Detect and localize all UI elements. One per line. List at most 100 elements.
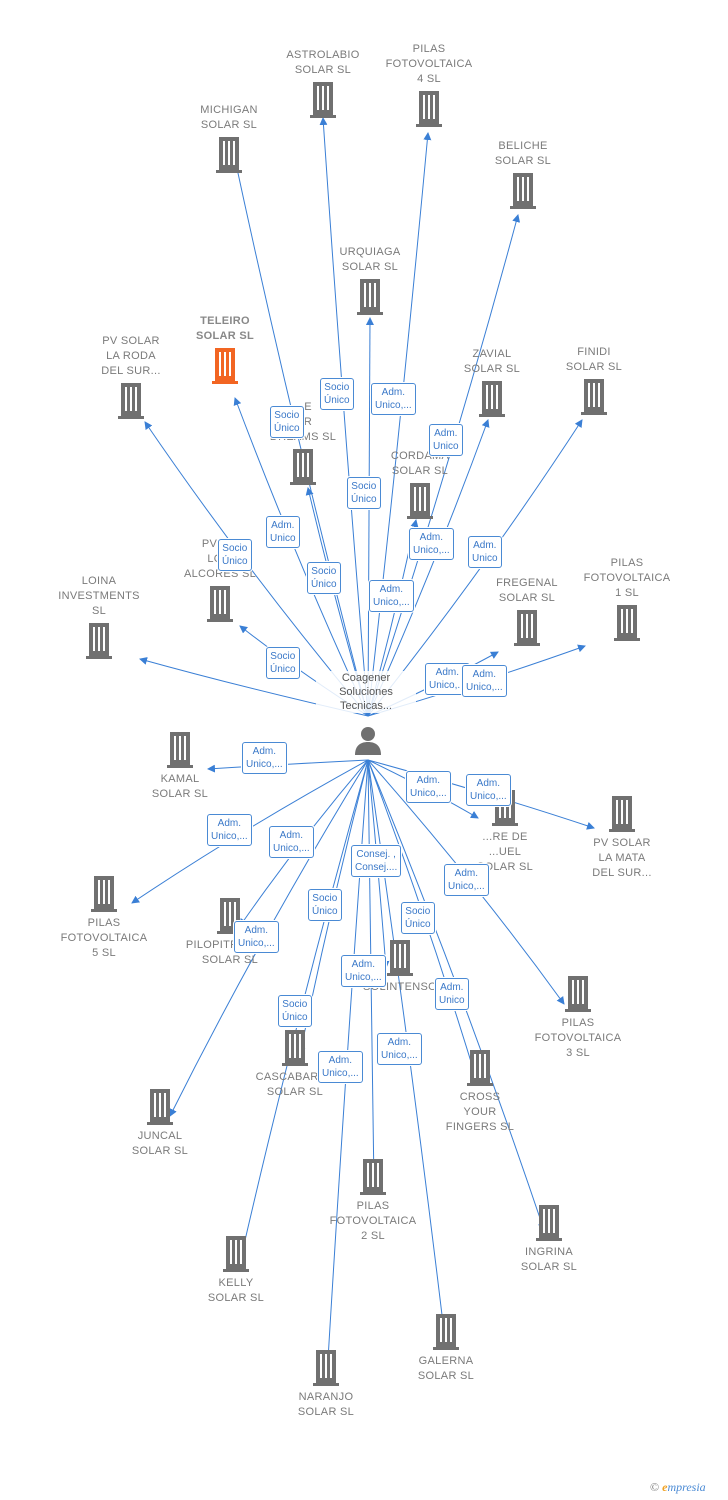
- role-badge[interactable]: Socio Único: [270, 406, 304, 438]
- role-badge[interactable]: Adm. Unico: [468, 536, 502, 568]
- company-name[interactable]: URQUIAGA SOLAR SL: [339, 246, 401, 273]
- company-name[interactable]: PV SOLAR LA RODA DEL SUR...: [101, 335, 161, 377]
- building-icon[interactable]: [223, 1236, 249, 1272]
- company-name[interactable]: PILAS FOTOVOLTAICA 4 SL: [385, 43, 473, 85]
- building-icon[interactable]: [167, 732, 193, 768]
- building-icon[interactable]: [387, 940, 413, 976]
- role-badge[interactable]: Socio Único: [307, 562, 341, 594]
- role-badge[interactable]: Adm. Unico,...: [444, 864, 489, 896]
- building-icon[interactable]: [313, 1350, 339, 1386]
- company-node-juncal[interactable]: JUNCAL SOLAR SL: [110, 1089, 210, 1159]
- company-node-finidi[interactable]: FINIDI SOLAR SL: [544, 345, 644, 415]
- company-name[interactable]: MICHIGAN SOLAR SL: [200, 104, 258, 131]
- company-node-astrolabio[interactable]: ASTROLABIO SOLAR SL: [273, 48, 373, 118]
- building-icon[interactable]: [118, 383, 144, 419]
- company-node-pilas1[interactable]: PILAS FOTOVOLTAICA 1 SL: [577, 556, 677, 641]
- building-icon[interactable]: [581, 379, 607, 415]
- company-name[interactable]: PILAS FOTOVOLTAICA 1 SL: [583, 557, 671, 599]
- building-icon[interactable]: [514, 610, 540, 646]
- role-badge[interactable]: Adm. Unico: [266, 516, 300, 548]
- building-icon[interactable]: [536, 1205, 562, 1241]
- company-name[interactable]: NARANJO SOLAR SL: [297, 1391, 355, 1418]
- building-icon[interactable]: [614, 605, 640, 641]
- company-name[interactable]: CASCABARRA SOLAR SL: [255, 1071, 335, 1098]
- building-icon[interactable]: [212, 348, 238, 384]
- company-node-pilas2[interactable]: PILAS FOTOVOLTAICA 2 SL: [323, 1159, 423, 1244]
- company-node-loina[interactable]: LOINA INVESTMENTS SL: [49, 574, 149, 659]
- role-badge[interactable]: Adm. Unico: [429, 424, 463, 456]
- role-badge[interactable]: Consej. , Consej....: [351, 845, 402, 877]
- company-name[interactable]: FINIDI SOLAR SL: [565, 346, 623, 373]
- building-icon[interactable]: [290, 449, 316, 485]
- company-node-pilas3[interactable]: PILAS FOTOVOLTAICA 3 SL: [528, 976, 628, 1061]
- company-node-michigan[interactable]: MICHIGAN SOLAR SL: [179, 103, 279, 173]
- company-name[interactable]: BELICHE SOLAR SL: [494, 140, 552, 167]
- role-badge[interactable]: Adm. Unico,...: [341, 955, 386, 987]
- role-badge[interactable]: Socio Único: [401, 902, 435, 934]
- role-badge[interactable]: Adm. Unico,...: [406, 771, 451, 803]
- company-node-fregenal[interactable]: FREGENAL SOLAR SL: [477, 576, 577, 646]
- role-badge[interactable]: Socio Único: [320, 378, 354, 410]
- person-icon[interactable]: [353, 726, 383, 756]
- company-node-pilas5[interactable]: PILAS FOTOVOLTAICA 5 SL: [54, 876, 154, 961]
- role-badge[interactable]: Socio Único: [347, 477, 381, 509]
- role-badge[interactable]: Adm. Unico,...: [377, 1033, 422, 1065]
- company-node-ingrina[interactable]: INGRINA SOLAR SL: [499, 1205, 599, 1275]
- building-icon[interactable]: [609, 796, 635, 832]
- company-node-beliche[interactable]: BELICHE SOLAR SL: [473, 139, 573, 209]
- role-badge[interactable]: Adm. Unico,...: [369, 580, 414, 612]
- company-node-urquiaga[interactable]: URQUIAGA SOLAR SL: [320, 245, 420, 315]
- company-node-pilas4[interactable]: PILAS FOTOVOLTAICA 4 SL: [379, 42, 479, 127]
- building-icon[interactable]: [357, 279, 383, 315]
- building-icon[interactable]: [310, 82, 336, 118]
- building-icon[interactable]: [282, 1030, 308, 1066]
- role-badge[interactable]: Adm. Unico,...: [466, 774, 511, 806]
- role-badge[interactable]: Adm. Unico,...: [269, 826, 314, 858]
- building-icon[interactable]: [565, 976, 591, 1012]
- role-badge[interactable]: Socio Único: [278, 995, 312, 1027]
- building-icon[interactable]: [360, 1159, 386, 1195]
- role-badge[interactable]: Adm. Unico,...: [234, 921, 279, 953]
- company-name[interactable]: KAMAL SOLAR SL: [151, 773, 209, 800]
- role-badge[interactable]: Socio Único: [266, 647, 300, 679]
- building-icon[interactable]: [467, 1050, 493, 1086]
- company-node-kamal[interactable]: KAMAL SOLAR SL: [130, 732, 230, 802]
- company-name[interactable]: FREGENAL SOLAR SL: [496, 577, 558, 604]
- company-name[interactable]: PV SOLAR LA MATA DEL SUR...: [592, 837, 652, 879]
- building-icon[interactable]: [147, 1089, 173, 1125]
- role-badge[interactable]: Adm. Unico,...: [409, 528, 454, 560]
- role-badge[interactable]: Adm. Unico,...: [207, 814, 252, 846]
- company-node-cascabarra[interactable]: CASCABARRA SOLAR SL: [245, 1030, 345, 1100]
- company-node-alcores[interactable]: PV S... LO... ALCORES SL: [170, 537, 270, 622]
- role-badge[interactable]: Socio Único: [308, 889, 342, 921]
- company-name[interactable]: LOINA INVESTMENTS SL: [58, 575, 140, 617]
- company-node-galerna[interactable]: GALERNA SOLAR SL: [396, 1314, 496, 1384]
- company-name[interactable]: INGRINA SOLAR SL: [520, 1246, 578, 1273]
- building-icon[interactable]: [91, 876, 117, 912]
- company-name[interactable]: ZAVIAL SOLAR SL: [463, 348, 521, 375]
- role-badge[interactable]: Adm. Unico,...: [242, 742, 287, 774]
- company-node-cross[interactable]: CROSS YOUR FINGERS SL: [430, 1050, 530, 1135]
- company-node-pvmata[interactable]: PV SOLAR LA MATA DEL SUR...: [572, 796, 672, 881]
- building-icon[interactable]: [416, 91, 442, 127]
- company-node-teleiro[interactable]: TELEIRO SOLAR SL: [175, 314, 275, 384]
- company-name[interactable]: PILAS FOTOVOLTAICA 3 SL: [534, 1017, 622, 1059]
- company-node-kelly[interactable]: KELLY SOLAR SL: [186, 1236, 286, 1306]
- building-icon[interactable]: [433, 1314, 459, 1350]
- role-badge[interactable]: Socio Único: [218, 539, 252, 571]
- company-name[interactable]: ASTROLABIO SOLAR SL: [286, 49, 360, 76]
- company-name[interactable]: PILAS FOTOVOLTAICA 5 SL: [60, 917, 148, 959]
- company-name[interactable]: KELLY SOLAR SL: [207, 1277, 265, 1304]
- building-icon[interactable]: [510, 173, 536, 209]
- company-name[interactable]: CROSS YOUR FINGERS SL: [445, 1091, 515, 1133]
- company-node-naranjo[interactable]: NARANJO SOLAR SL: [276, 1350, 376, 1420]
- building-icon[interactable]: [479, 381, 505, 417]
- company-name[interactable]: PILAS FOTOVOLTAICA 2 SL: [329, 1200, 417, 1242]
- company-name[interactable]: ...RE DE ...UEL SOLAR SL: [476, 831, 534, 873]
- company-node-zavial[interactable]: ZAVIAL SOLAR SL: [442, 347, 542, 417]
- role-badge[interactable]: Adm. Unico,...: [371, 383, 416, 415]
- building-icon[interactable]: [407, 483, 433, 519]
- role-badge[interactable]: Adm. Unico: [435, 978, 469, 1010]
- building-icon[interactable]: [86, 623, 112, 659]
- company-node-pvroda[interactable]: PV SOLAR LA RODA DEL SUR...: [81, 334, 181, 419]
